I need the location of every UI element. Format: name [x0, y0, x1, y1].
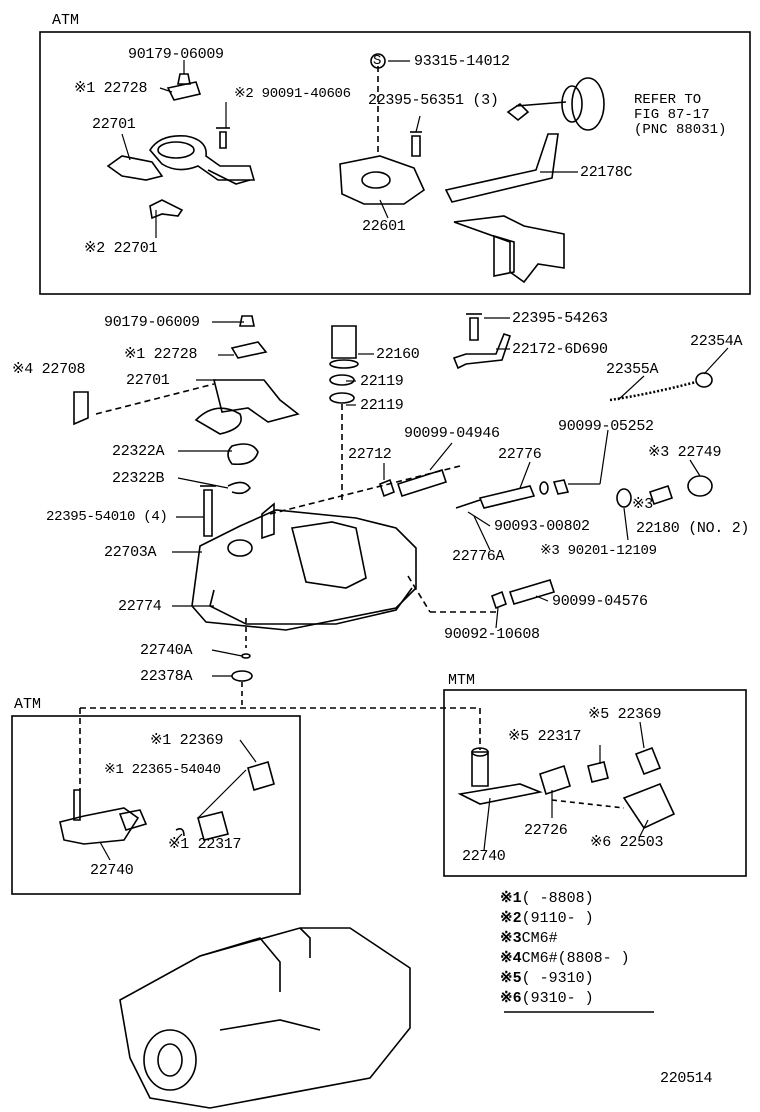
label-90092-10608: 90092-10608 — [444, 626, 540, 643]
label-22322a: 22322A — [112, 443, 165, 460]
footnote-6: ※6(9310- ) — [500, 990, 594, 1007]
mtm-box — [443, 689, 747, 877]
label-s-mark: S — [373, 53, 382, 69]
label-22378a: 22378A — [140, 668, 193, 685]
footnote-2: ※2(9110- ) — [500, 910, 594, 927]
label-90201-12109: ※3 90201-12109 — [540, 543, 657, 559]
atm-top-box — [39, 31, 751, 295]
label-22776a: 22776A — [452, 548, 505, 565]
transmission-housing — [119, 927, 411, 1109]
mtm-parts — [457, 746, 676, 830]
label-22708: ※4 22708 — [12, 361, 86, 378]
label-22774: 22774 — [118, 598, 162, 615]
label-90093-00802: 90093-00802 — [494, 518, 590, 535]
label-22369-atm: ※1 22369 — [150, 732, 224, 749]
label-22776: 22776 — [498, 446, 542, 463]
label-90179-06009-top: 90179-06009 — [128, 46, 224, 63]
label-22701-top: 22701 — [92, 116, 136, 133]
label-22728-top: ※1 22728 — [74, 80, 148, 97]
footnote-1: ※1( -8808) — [500, 890, 594, 907]
label-22740-atm: 22740 — [90, 862, 134, 879]
top-linkage-assembly — [106, 73, 256, 220]
atm-bottom-box — [11, 715, 301, 895]
refer-line-3: (PNC 88031) — [634, 122, 727, 138]
label-90091-40606: ※2 90091-40606 — [234, 86, 351, 102]
label-22601: 22601 — [362, 218, 406, 235]
label-90179-06009-mid: 90179-06009 — [104, 314, 200, 331]
label-22701-s2: ※2 22701 — [84, 240, 158, 257]
label-90099-04576: 90099-04576 — [552, 593, 648, 610]
part-22601-bracket — [339, 66, 426, 205]
label-22322b: 22322B — [112, 470, 165, 487]
label-90099-04946: 90099-04946 — [404, 425, 500, 442]
footnote-4: ※4CM6#(8808- ) — [500, 950, 630, 967]
footnote-3: ※3CM6# — [500, 930, 558, 947]
label-22180: 22180 (NO. 2) — [636, 520, 750, 537]
label-22728-mid: ※1 22728 — [124, 346, 198, 363]
label-22365-54040: ※1 22365-54040 — [104, 762, 221, 778]
page-number: 220514 — [660, 1070, 713, 1087]
refer-line-2: FIG 87-17 — [634, 107, 710, 123]
section-header-atm-bottom: ATM — [14, 696, 42, 713]
label-22740a: 22740A — [140, 642, 193, 659]
label-22180-mark: ※3 — [632, 496, 653, 513]
label-22701-mid: 22701 — [126, 372, 170, 389]
label-22395-54010: 22395-54010 (4) — [46, 509, 168, 525]
refer-line-1: REFER TO — [634, 92, 702, 108]
part-22178c-bracket — [444, 77, 605, 284]
label-22503: ※6 22503 — [590, 834, 664, 851]
label-22703a: 22703A — [104, 544, 157, 561]
label-22395-56351: 22395-56351 (3) — [368, 92, 499, 109]
label-22369-mtm: ※5 22369 — [588, 706, 662, 723]
section-header-mtm: MTM — [448, 672, 476, 689]
label-22160: 22160 — [376, 346, 420, 363]
label-22317-mtm: ※5 22317 — [508, 728, 582, 745]
label-22354a: 22354A — [690, 333, 743, 350]
label-93315-14012: 93315-14012 — [414, 53, 510, 70]
leader-lines — [99, 60, 729, 861]
label-22172-6d690: 22172-6D690 — [512, 341, 608, 358]
label-22178c: 22178C — [580, 164, 633, 181]
label-90099-05252: 90099-05252 — [558, 418, 654, 435]
label-22740-mtm: 22740 — [462, 848, 506, 865]
middle-right-parts — [379, 313, 713, 610]
label-22119-a: 22119 — [360, 373, 404, 390]
section-header-atm-top: ATM — [52, 12, 80, 29]
label-22726: 22726 — [524, 822, 568, 839]
label-22119-b: 22119 — [360, 397, 404, 414]
footnote-5: ※5( -9310) — [500, 970, 594, 987]
s-mark-circle — [370, 53, 386, 69]
label-22395-54263: 22395-54263 — [512, 310, 608, 327]
label-22712: 22712 — [348, 446, 392, 463]
label-22749: ※3 22749 — [648, 444, 722, 461]
atm-bottom-parts — [59, 760, 275, 845]
label-22355a: 22355A — [606, 361, 659, 378]
label-22317-atm: ※1 22317 — [168, 836, 242, 853]
